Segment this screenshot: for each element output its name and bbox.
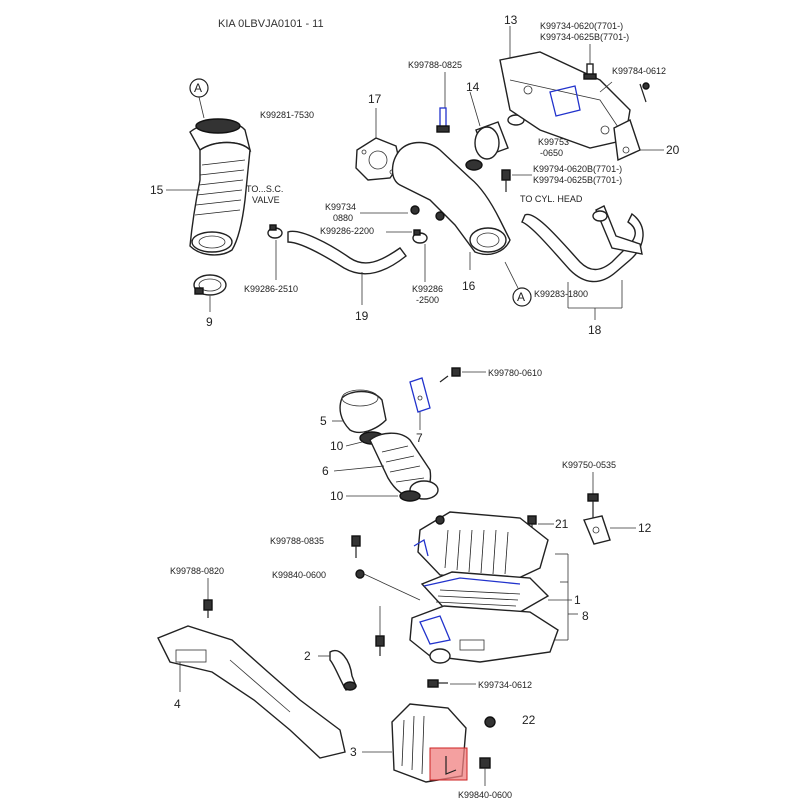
- label-to-valve-b: VALVE: [252, 195, 280, 205]
- label-k99840-0600-a: K99840-0600: [272, 570, 326, 580]
- label-k99780-0610: K99780-0610: [488, 368, 542, 378]
- air-cleaner-upper-cover: [413, 511, 549, 583]
- label-k99734-a: K99734: [325, 202, 356, 212]
- label-k99281-7530: K99281-7530: [260, 110, 314, 120]
- part-22-nut: [484, 716, 496, 728]
- label-3: 3: [350, 745, 357, 759]
- nut-k99840-0600-b: [479, 757, 491, 769]
- label-k99753-a: K99753: [538, 137, 569, 147]
- label-22: 22: [522, 713, 536, 727]
- nut-k99840-0600-a: [355, 569, 365, 579]
- label-k99286-2200: K99286-2200: [320, 226, 374, 236]
- label-k99734-0620: K99734-0620(7701-): [540, 21, 623, 31]
- part-5-elbow: [339, 389, 387, 434]
- label-5: 5: [320, 414, 327, 428]
- part-4-duct: [157, 625, 346, 759]
- callout-a-right: A: [504, 261, 532, 307]
- label-to-valve-a: TO...S.C.: [246, 184, 283, 194]
- bolt-k99788-0820: [203, 599, 213, 618]
- label-k99794-0625: K99794-0625B(7701-): [533, 175, 622, 185]
- part-2-hose: [329, 649, 357, 691]
- bolt-k99750-0535: [587, 493, 599, 518]
- bolt-k99788-0835: [351, 535, 361, 558]
- bolt-k99794: [501, 169, 511, 192]
- label-14: 14: [466, 80, 480, 94]
- label-k99788-0820: K99788-0820: [170, 566, 224, 576]
- part-9-clamp: [193, 274, 227, 296]
- bolt-k99734-top: [583, 63, 597, 80]
- bolt-k99784: [639, 82, 650, 103]
- label-k99283-1800: K99283-1800: [534, 289, 588, 299]
- label-k99286-2500-a: K99286: [412, 284, 443, 294]
- part-16-air-pipe: [391, 141, 511, 256]
- label-k99734-b: 0880: [333, 213, 353, 223]
- label-k99734-0625: K99734-0625B(7701-): [540, 32, 629, 42]
- label-15: 15: [150, 183, 164, 197]
- label-17: 17: [368, 92, 382, 106]
- bolt-small-mid: [375, 635, 385, 656]
- label-2: 2: [304, 649, 311, 663]
- part-13-resonator: [499, 51, 631, 149]
- clamp-small-left: [267, 224, 283, 239]
- label-k99788-0835: K99788-0835: [270, 536, 324, 546]
- label-k99794-0620: K99794-0620B(7701-): [533, 164, 622, 174]
- part-12-bracket: [583, 515, 611, 545]
- label-18: 18: [588, 323, 602, 337]
- label-1: 1: [574, 593, 581, 607]
- label-k99750-0535: K99750-0535: [562, 460, 616, 470]
- svg-text:A: A: [517, 290, 525, 304]
- label-9: 9: [206, 315, 213, 329]
- part-15-intake-hose: [189, 118, 252, 256]
- part-1-filter-element: [420, 571, 550, 613]
- label-k99753-b: -0650: [540, 148, 563, 158]
- label-21: 21: [555, 517, 569, 531]
- clamp-small-mid: [412, 229, 428, 244]
- part-7-bracket: [409, 377, 431, 413]
- label-k99840-0600-b: K99840-0600: [458, 790, 512, 800]
- label-k99788-0825: K99788-0825: [408, 60, 462, 70]
- label-k99286-2500-b: -2500: [416, 295, 439, 305]
- highlight-marker[interactable]: [429, 747, 468, 781]
- label-7: 7: [416, 431, 423, 445]
- label-4: 4: [174, 697, 181, 711]
- label-12: 12: [638, 521, 652, 535]
- label-6: 6: [322, 464, 329, 478]
- part-14-cushion: [465, 114, 525, 171]
- label-to-cyl-head: TO CYL. HEAD: [520, 194, 583, 204]
- part-20-bracket: [613, 119, 641, 162]
- label-19: 19: [355, 309, 369, 323]
- part-10-clamp-lower: [399, 490, 421, 502]
- part-19-hose: [287, 230, 407, 275]
- label-k99286-2510: K99286-2510: [244, 284, 298, 294]
- label-13: 13: [504, 13, 518, 27]
- label-10a: 10: [330, 439, 344, 453]
- bolt-k99734-0612: [427, 679, 448, 688]
- label-8: 8: [582, 609, 589, 623]
- diagram-title: KIA 0LBVJA0101 - 11: [218, 18, 324, 30]
- bolt-k99788-0825: [436, 107, 450, 133]
- label-16: 16: [462, 279, 476, 293]
- svg-text:A: A: [194, 81, 202, 95]
- label-20: 20: [666, 143, 680, 157]
- label-10b: 10: [330, 489, 344, 503]
- part-18-hose: [521, 205, 644, 283]
- label-k99734-0612: K99734-0612: [478, 680, 532, 690]
- part-17-gasket: [355, 137, 401, 181]
- screw-k99780-0610: [439, 367, 461, 383]
- label-k99784-0612: K99784-0612: [612, 66, 666, 76]
- air-cleaner-lower-case: [409, 605, 559, 664]
- callout-a-left: A: [189, 78, 209, 119]
